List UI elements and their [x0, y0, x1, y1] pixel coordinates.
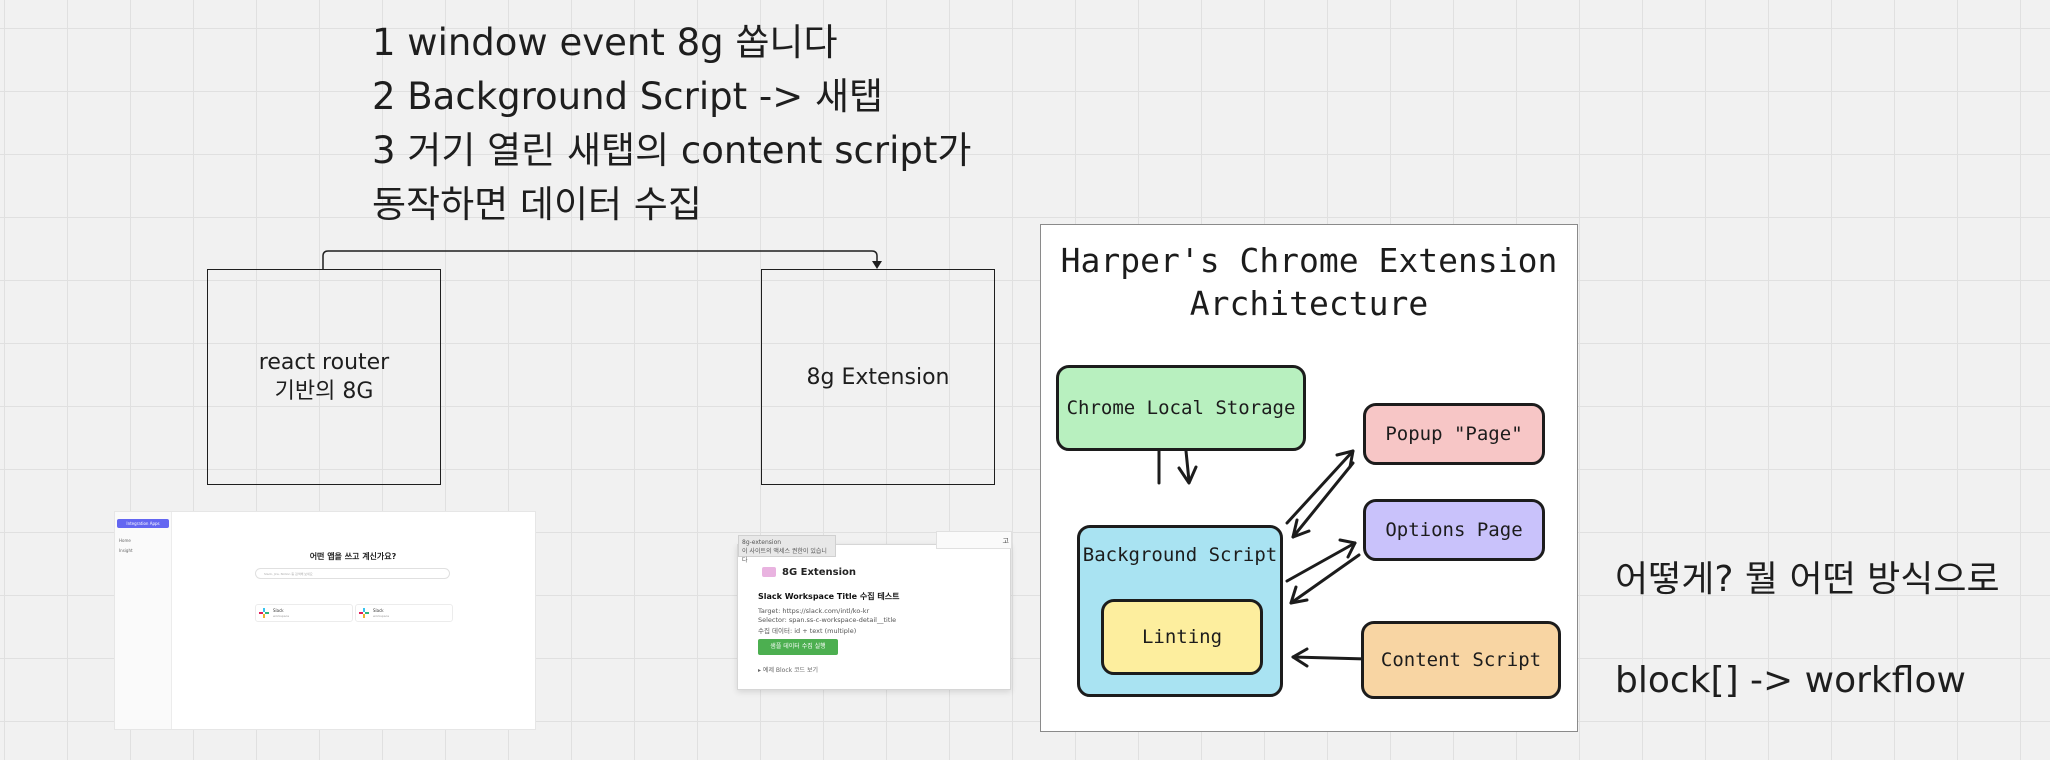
- slack-icon: [359, 608, 369, 618]
- question-note: 어떻게? 뭘 어떤 방식으로: [1615, 559, 2000, 600]
- arrow-popup-2: [1291, 461, 1355, 539]
- thumb-card-sub: workspace: [273, 614, 290, 618]
- arrow-content: [1291, 655, 1369, 661]
- arrow-popup-1: [1285, 449, 1355, 525]
- node-linting: Linting: [1101, 599, 1263, 675]
- workflow-note: block[] -> workflow: [1615, 660, 1966, 701]
- thumb2-tooltip: 8g-extension 이 사이트의 액세스 권한이 있습니다: [738, 535, 836, 564]
- extension-popup-thumbnail[interactable]: 고 8G Extension 8g-extension 이 사이트의 액세스 권…: [737, 531, 1012, 690]
- note-line-4: 동작하면 데이터 수집: [372, 183, 702, 226]
- node-popup-page: Popup "Page": [1363, 403, 1545, 465]
- react-router-label-2: 기반의 8G: [274, 379, 374, 404]
- thumb-sidebar: Integration Apps Home Insight: [115, 512, 172, 729]
- thumb2-collect: 수집 데이터: id + text (multiple): [758, 627, 857, 635]
- slack-icon: [259, 608, 269, 618]
- note-line-3: 3 거기 열린 새탭의 content script가: [372, 129, 972, 172]
- thumb-brand: Integration Apps: [117, 519, 169, 528]
- extension-box[interactable]: 8g Extension: [761, 269, 995, 485]
- thumb2-header: 8G Extension: [782, 567, 856, 578]
- thumb-card-name: Slack: [273, 608, 284, 613]
- architecture-diagram-card[interactable]: Harper's Chrome Extension Architecture C…: [1040, 224, 1578, 732]
- arrow-options-1: [1285, 541, 1357, 583]
- architecture-title-line-2: Architecture: [1189, 284, 1429, 323]
- architecture-title-line-1: Harper's Chrome Extension: [1060, 241, 1558, 280]
- node-options-page: Options Page: [1363, 499, 1545, 561]
- thumb-app-card: Slack workspace: [355, 604, 453, 622]
- note-line-1: 1 window event 8g 쏩니다: [372, 21, 838, 64]
- thumb-nav-home: Home: [119, 538, 131, 543]
- thumb2-example-link: ▸ 예제 Block 코드 보기: [758, 667, 818, 674]
- node-content-script: Content Script: [1361, 621, 1561, 699]
- thumb2-top-strip: 고: [936, 531, 1012, 549]
- architecture-title: Harper's Chrome Extension Architecture: [1041, 239, 1577, 325]
- thumb-card-sub: workspace: [373, 614, 390, 618]
- thumb-search-input: Slack, Jira, Notion 등 검색해 보세요: [255, 568, 450, 579]
- thumb2-heading: Slack Workspace Title 수집 테스트: [758, 592, 900, 601]
- node-chrome-local-storage: Chrome Local Storage: [1056, 365, 1306, 451]
- thumb-app-card: Slack workspace: [255, 604, 353, 622]
- thumb-nav-insight: Insight: [119, 548, 133, 553]
- app-screenshot-thumbnail[interactable]: Integration Apps Home Insight 어떤 앱을 쓰고 계…: [114, 511, 536, 730]
- note-line-2: 2 Background Script -> 새탭: [372, 75, 884, 118]
- background-script-label: Background Script: [1082, 544, 1278, 566]
- thumb-card-name: Slack: [373, 608, 384, 613]
- thumb2-tooltip-line-1: 8g-extension: [742, 539, 782, 546]
- thumb2-selector: Selector: span.ss-c-workspace-detail__ti…: [758, 616, 897, 624]
- thumb2-run-button: 샘플 데이터 수집 실행: [758, 639, 838, 655]
- thumb2-target: Target: https://slack.com/intl/ko-kr: [758, 607, 870, 615]
- react-router-label-1: react router: [258, 350, 390, 375]
- extension-icon: [762, 567, 776, 577]
- extension-label: 8g Extension: [806, 364, 950, 390]
- react-router-box[interactable]: react router 기반의 8G: [207, 269, 441, 485]
- thumb-question: 어떤 앱을 쓰고 계신가요?: [309, 552, 397, 561]
- arrow-options-2: [1289, 553, 1361, 605]
- thumb2-tooltip-line-2: 이 사이트의 액세스 권한이 있습니다: [742, 548, 827, 564]
